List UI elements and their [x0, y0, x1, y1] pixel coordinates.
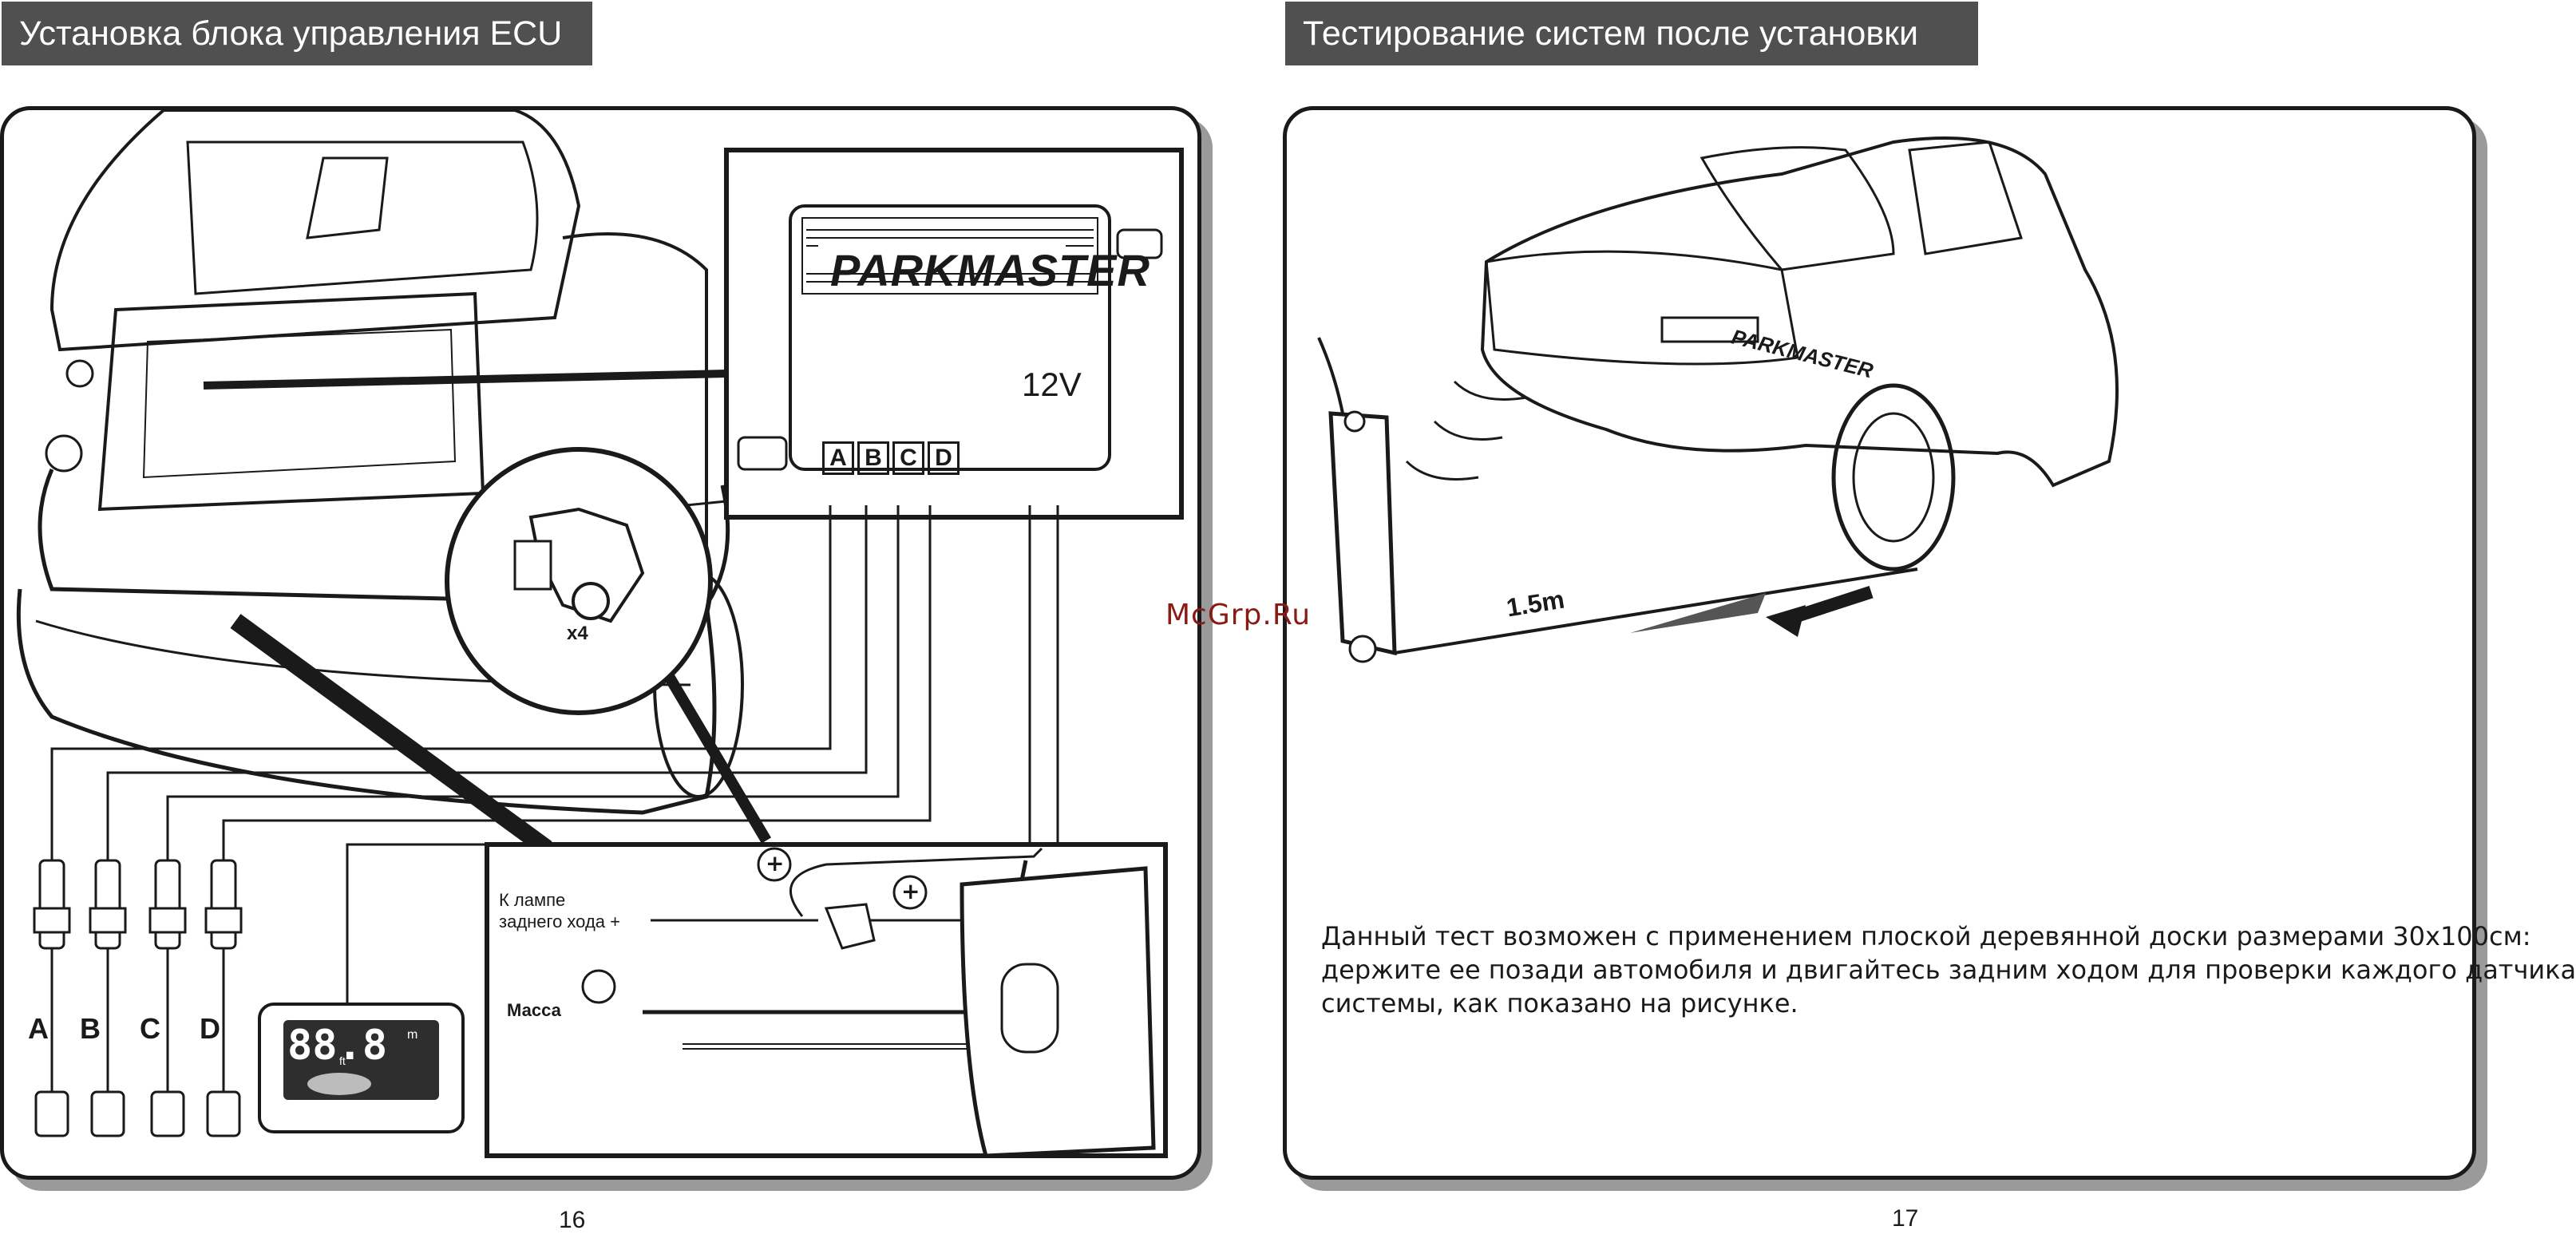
sensor-label-a: A — [28, 1012, 49, 1045]
ecu-port-c: C — [892, 441, 924, 475]
ecu-port-d: D — [928, 441, 960, 475]
sensor-label-b: B — [80, 1012, 101, 1045]
display-unit-ft: ft — [339, 1054, 346, 1067]
ecu-voltage-label: 12V — [1022, 366, 1082, 403]
sensor-a — [33, 859, 71, 1137]
left-page-number: 16 — [559, 1207, 586, 1233]
display-unit-m: m — [407, 1028, 418, 1042]
sound-waves — [1405, 380, 1527, 481]
ecu-port-b: B — [857, 441, 889, 475]
left-page-title: Установка блока управления ECU — [2, 2, 592, 65]
sensor-d — [204, 859, 243, 1137]
sensor-label-d: D — [200, 1012, 220, 1045]
test-diagram — [1317, 136, 2119, 663]
test-description-line-1: Данный тест возможен с применением плоск… — [1321, 921, 2531, 951]
ecu-ports: A B C D — [822, 441, 960, 475]
lcd-display-illustration — [258, 1003, 465, 1133]
ecu-zoom-box — [724, 148, 1184, 520]
plus-symbol-2: + — [901, 878, 920, 904]
sensor-label-c: C — [140, 1012, 160, 1045]
reverse-lamp-label-line2: заднего хода + — [499, 912, 620, 931]
distance-line — [1348, 568, 1918, 663]
sensor-c — [148, 859, 187, 1137]
display-digits: 88.8 — [287, 1022, 388, 1070]
test-description: Данный тест возможен с применением плоск… — [1321, 920, 2576, 1020]
test-description-line-3: системы, как показано на рисунке. — [1321, 988, 1798, 1018]
left-illustration-panel: PARKMASTER 12V A B C D x4 A B C D 88.8 m… — [0, 106, 1201, 1180]
test-board-illustration — [1317, 337, 1397, 656]
right-page-number: 17 — [1892, 1205, 1919, 1232]
ecu-port-a: A — [822, 441, 854, 475]
ground-label: Масса — [507, 1000, 561, 1020]
car-sedan-illustration — [1480, 136, 2119, 572]
sensors-group — [33, 859, 243, 1137]
ecu-brand-label: PARKMASTER — [830, 245, 1150, 295]
left-page-title-text: Установка блока управления ECU — [19, 14, 563, 53]
plus-symbol-1: + — [766, 850, 785, 876]
right-page-title: Тестирование систем после установки — [1285, 2, 1978, 65]
right-page-title-text: Тестирование систем после установки — [1303, 14, 1918, 53]
connector-zoom-circle — [445, 447, 713, 715]
right-illustration-panel: PARKMASTER 1.5m — [1283, 106, 2476, 1180]
wiring-detail-box — [485, 842, 1168, 1158]
reverse-lamp-label-line1: К лампе — [499, 890, 566, 910]
reverse-direction-arrow — [1766, 586, 1874, 637]
installation-diagram — [16, 109, 1184, 1158]
connector-count-label: x4 — [567, 623, 588, 644]
test-description-line-2: держите ее позади автомобиля и двигайтес… — [1321, 955, 2576, 985]
watermark: McGrp.Ru — [1165, 599, 1312, 631]
sensor-b — [89, 859, 127, 1137]
